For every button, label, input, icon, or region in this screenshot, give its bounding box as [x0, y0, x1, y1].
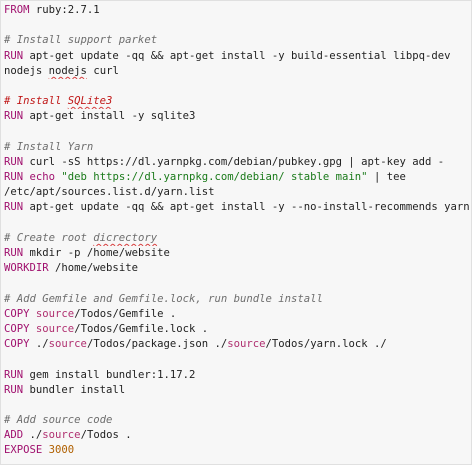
code-line-5: nodejs nodejs curl: [4, 64, 471, 79]
blank-line: [4, 216, 471, 231]
code-line-23: COPY ./source/Todos/package.json ./sourc…: [4, 337, 471, 352]
source-path: source: [42, 429, 81, 442]
blank-line: [4, 352, 471, 367]
code-text: gem install bundler:1.17.2: [23, 368, 196, 381]
code-text: /Todos/package.json ./: [86, 338, 228, 351]
source-path: source: [35, 307, 75, 320]
keyword-echo: echo: [23, 171, 62, 184]
comment: # Install support parket: [4, 34, 158, 47]
port-number: 3000: [48, 444, 75, 457]
comment: # Create root: [4, 231, 94, 244]
keyword-run: RUN: [4, 247, 24, 259]
keyword-run: RUN: [4, 368, 24, 381]
code-line-29: ADD ./source/Todos .: [4, 428, 471, 443]
comment: # Add Gemfile and Gemfile.lock, run bund…: [4, 292, 323, 305]
keyword-run: RUN: [4, 49, 24, 62]
keyword-add: ADD: [4, 429, 24, 442]
source-path: source: [227, 338, 266, 351]
string-literal: "deb https://dl.yarnpkg.com/debian/ stab…: [61, 171, 368, 184]
blank-line: [4, 79, 471, 94]
blank-line: [4, 18, 471, 33]
comment: # Add source code: [4, 414, 113, 427]
code-text: ./: [29, 338, 49, 351]
code-line-28: # Add source code: [4, 413, 471, 428]
code-line-22: COPY source/Todos/Gemfile.lock .: [4, 322, 471, 337]
code-text: | tee: [367, 171, 406, 184]
spellcheck-word: SQLite3: [67, 95, 113, 108]
code-line-8: RUN apt-get install -y sqlite3: [4, 109, 471, 124]
code-line-14: RUN apt-get update -qq && apt-get instal…: [4, 200, 471, 215]
code-line-30: EXPOSE 3000: [4, 443, 471, 458]
code-line-20: # Add Gemfile and Gemfile.lock, run bund…: [4, 292, 471, 307]
code-line-10: # Install Yarn: [4, 140, 471, 155]
code-text: /Todos/Gemfile.lock .: [74, 322, 209, 335]
keyword-workdir: WORKDIR: [4, 262, 49, 275]
code-text: ./: [23, 429, 43, 442]
code-text: apt-get update -qq && apt-get install -y…: [23, 49, 451, 62]
keyword-run: RUN: [4, 110, 24, 123]
source-path: source: [35, 322, 75, 335]
keyword-copy: COPY: [4, 338, 30, 351]
spellcheck-word: dicrectory: [93, 231, 158, 244]
code-text: /home/website: [48, 262, 138, 275]
code-line-4: RUN apt-get update -qq && apt-get instal…: [4, 49, 471, 64]
keyword-copy: COPY: [4, 307, 30, 320]
code-text: curl -sS https://dl.yarnpkg.com/debian/p…: [23, 155, 445, 168]
code-line-18: WORKDIR /home/website: [4, 261, 471, 276]
code-line-1: FROM ruby:2.7.1: [4, 3, 471, 18]
keyword-run: RUN: [4, 171, 24, 184]
comment: # Install: [4, 95, 68, 108]
keyword-copy: COPY: [4, 322, 30, 335]
keyword-run: RUN: [4, 155, 24, 168]
code-text: nodejs: [4, 64, 49, 77]
comment: # Install Yarn: [4, 140, 94, 153]
blank-line: [4, 276, 471, 291]
code-line-3: # Install support parket: [4, 33, 471, 48]
code-text: /Todos .: [80, 429, 132, 442]
keyword-from: FROM: [4, 4, 30, 16]
code-line-7: # Install SQLite3: [4, 94, 471, 109]
code-text: apt-get install -y sqlite3: [23, 110, 196, 123]
code-line-17: RUN mkdir -p /home/website: [4, 246, 471, 261]
keyword-run: RUN: [4, 201, 24, 214]
code-line-26: RUN bundler install: [4, 383, 471, 398]
spellcheck-word: nodejs: [48, 64, 87, 77]
code-line-21: COPY source/Todos/Gemfile .: [4, 307, 471, 322]
code-text: apt-get update -qq && apt-get install -y…: [23, 201, 470, 214]
source-path: source: [48, 338, 87, 351]
code-text: /Todos/yarn.lock ./: [265, 338, 387, 351]
code-text: /etc/apt/sources.list.d/yarn.list: [4, 186, 215, 199]
code-line-11: RUN curl -sS https://dl.yarnpkg.com/debi…: [4, 155, 471, 170]
code-text: curl: [86, 64, 119, 77]
code-line-16: # Create root dicrectory: [4, 231, 471, 246]
blank-line: [4, 125, 471, 140]
code-text: mkdir -p /home/website: [23, 247, 170, 259]
keyword-run: RUN: [4, 383, 24, 396]
code-text: bundler install: [23, 383, 126, 396]
code-line-12: RUN echo "deb https://dl.yarnpkg.com/deb…: [4, 170, 471, 185]
code-line-25: RUN gem install bundler:1.17.2: [4, 368, 471, 383]
keyword-expose: EXPOSE: [4, 444, 43, 457]
blank-line: [4, 398, 471, 413]
code-line-13: /etc/apt/sources.list.d/yarn.list: [4, 185, 471, 200]
code-text: /Todos/Gemfile .: [74, 307, 177, 320]
code-text: ruby:2.7.1: [29, 4, 100, 16]
